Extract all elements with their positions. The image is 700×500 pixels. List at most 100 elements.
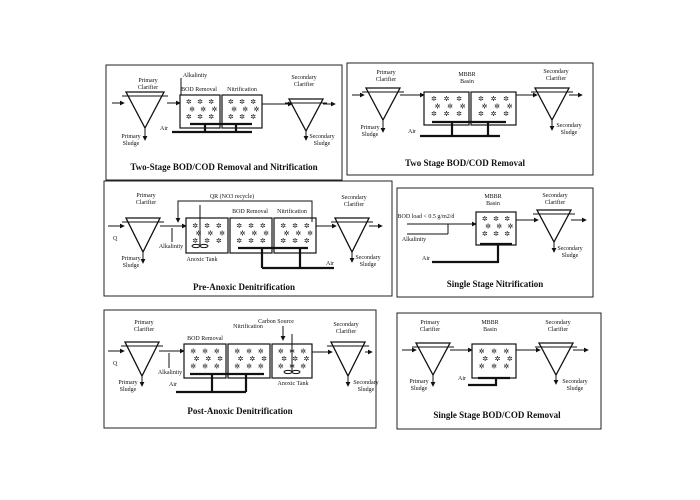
- media-carrier-icon: ✲: [482, 215, 488, 223]
- media-carrier-icon: ✲: [194, 355, 200, 363]
- media-carrier-icon: ✲: [292, 222, 298, 230]
- alkalinity-label: Alkalinity: [159, 244, 183, 250]
- air-label: Air: [458, 376, 466, 382]
- media-carrier-icon: ✲: [204, 237, 210, 245]
- media-carrier-icon: ✲: [292, 355, 298, 363]
- media-carrier-icon: ✲: [208, 113, 214, 121]
- media-carrier-icon: ✲: [234, 362, 240, 370]
- media-carrier-icon: ✲: [507, 223, 513, 231]
- media-carrier-icon: ✲: [482, 103, 488, 111]
- media-carrier-icon: ✲: [238, 355, 244, 363]
- secondary-clarifier: [537, 342, 575, 377]
- media-stars: ✲✲✲✲✲✲✲✲✲: [479, 348, 513, 371]
- media-carrier-icon: ✲: [491, 362, 497, 370]
- media-carrier-icon: ✲: [435, 103, 441, 111]
- media-carrier-icon: ✲: [248, 222, 254, 230]
- bod-removal-label: BOD Removal: [232, 209, 268, 215]
- media-stars: ✲✲✲✲✲✲✲✲✲: [278, 348, 310, 371]
- media-carrier-icon: ✲: [239, 98, 245, 106]
- media-carrier-icon: ✲: [281, 355, 287, 363]
- media-stars: ✲✲✲✲✲✲✲✲✲: [236, 222, 269, 245]
- primary-clarifier: [123, 341, 161, 378]
- media-carrier-icon: ✲: [231, 106, 237, 114]
- nitrification-label: Nitrification: [277, 208, 307, 215]
- media-carrier-icon: ✲: [456, 110, 462, 118]
- air-line: [468, 378, 498, 387]
- media-carrier-icon: ✲: [493, 230, 499, 238]
- secondary-clarifier: [535, 209, 573, 244]
- media-carrier-icon: ✲: [504, 230, 510, 238]
- panel-caption-3: Pre-Anoxic Denitrification: [193, 282, 295, 292]
- media-carrier-icon: ✲: [258, 348, 264, 356]
- media-carrier-icon: ✲: [431, 110, 437, 118]
- media-carrier-icon: ✲: [304, 237, 310, 245]
- alkalinity-label: Alkalinity: [158, 370, 182, 376]
- media-carrier-icon: ✲: [491, 95, 497, 103]
- media-carrier-icon: ✲: [304, 222, 310, 230]
- primary-clarifier: [124, 91, 166, 130]
- media-carrier-icon: ✲: [447, 103, 453, 111]
- media-carrier-icon: ✲: [284, 230, 290, 238]
- primary-clarifier: [124, 217, 162, 254]
- air-label: Air: [408, 129, 416, 135]
- media-carrier-icon: ✲: [208, 98, 214, 106]
- media-carrier-icon: ✲: [216, 237, 222, 245]
- media-carrier-icon: ✲: [431, 95, 437, 103]
- media-carrier-icon: ✲: [202, 362, 208, 370]
- media-stars: ✲✲✲✲✲✲✲✲✲: [186, 98, 218, 121]
- media-carrier-icon: ✲: [219, 230, 225, 238]
- media-carrier-icon: ✲: [278, 348, 284, 356]
- panel-caption-2: Two Stage BOD/COD Removal: [405, 158, 526, 168]
- media-carrier-icon: ✲: [253, 106, 259, 114]
- media-carrier-icon: ✲: [207, 230, 213, 238]
- media-carrier-icon: ✲: [236, 237, 242, 245]
- media-carrier-icon: ✲: [507, 103, 513, 111]
- media-carrier-icon: ✲: [211, 106, 217, 114]
- media-stars: ✲✲✲✲✲✲✲✲✲: [192, 222, 225, 245]
- media-carrier-icon: ✲: [494, 103, 500, 111]
- media-carrier-icon: ✲: [503, 95, 509, 103]
- media-carrier-icon: ✲: [260, 237, 266, 245]
- media-carrier-icon: ✲: [491, 348, 497, 356]
- media-carrier-icon: ✲: [240, 230, 246, 238]
- media-carrier-icon: ✲: [300, 348, 306, 356]
- media-carrier-icon: ✲: [197, 98, 203, 106]
- media-carrier-icon: ✲: [190, 348, 196, 356]
- media-carrier-icon: ✲: [239, 113, 245, 121]
- nitrification-tank: [227, 343, 271, 379]
- secondary-clarifier: [329, 341, 367, 378]
- media-carrier-icon: ✲: [300, 362, 306, 370]
- air-line: [432, 244, 500, 264]
- media-carrier-icon: ✲: [444, 95, 450, 103]
- bod-removal-tank: [183, 343, 227, 379]
- mbbr-tank-1: [423, 91, 470, 126]
- media-stars: ✲✲✲✲✲✲✲✲✲: [478, 95, 513, 118]
- media-carrier-icon: ✲: [482, 355, 488, 363]
- media-carrier-icon: ✲: [202, 348, 208, 356]
- media-carrier-icon: ✲: [234, 348, 240, 356]
- recycle-line: [175, 200, 313, 223]
- media-carrier-icon: ✲: [292, 237, 298, 245]
- media-carrier-icon: ✲: [503, 348, 509, 356]
- media-carrier-icon: ✲: [261, 355, 267, 363]
- media-carrier-icon: ✲: [217, 355, 223, 363]
- media-carrier-icon: ✲: [485, 223, 491, 231]
- media-carrier-icon: ✲: [503, 362, 509, 370]
